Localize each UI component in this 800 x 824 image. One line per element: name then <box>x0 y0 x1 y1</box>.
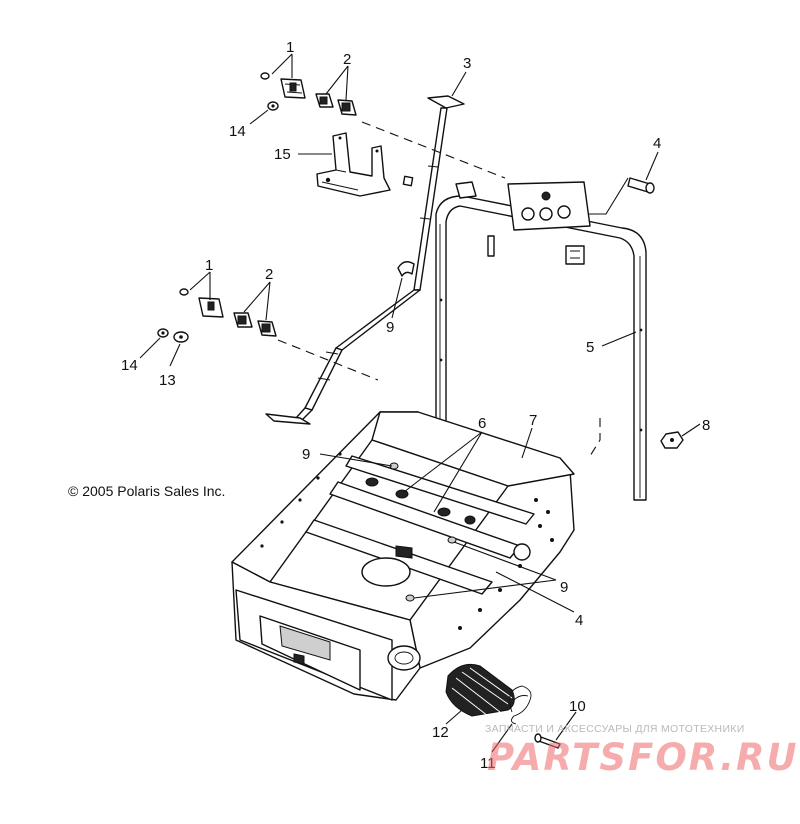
callout-3: 3 <box>463 55 471 72</box>
callout-15: 15 <box>274 146 291 163</box>
callout-4-lower: 4 <box>575 612 583 629</box>
callout-9-left: 9 <box>302 446 310 463</box>
leader-lines <box>139 53 701 753</box>
frame-bulkhead <box>231 411 575 701</box>
steering-post-3 <box>265 95 465 425</box>
lower-bracket-group <box>157 288 277 343</box>
clip-9-post <box>397 261 415 277</box>
bolt-4-upper <box>627 177 655 194</box>
assembly-lines <box>277 121 629 457</box>
callout-4-upper: 4 <box>653 135 661 152</box>
callout-8: 8 <box>702 417 710 434</box>
callout-7: 7 <box>529 412 537 429</box>
watermark-tagline: ЗАПЧАСТИ И АКСЕССУАРЫ ДЛЯ МОТОТЕХНИКИ <box>485 723 745 735</box>
stud-lower <box>179 288 189 296</box>
clamp-1-lower <box>198 297 224 318</box>
callout-2-upper: 2 <box>343 51 351 68</box>
nut-8 <box>660 431 684 449</box>
callout-9-right: 9 <box>560 579 568 596</box>
bushing-2-upper <box>315 93 357 116</box>
callout-10: 10 <box>569 698 586 715</box>
boot-12 <box>445 663 515 717</box>
callout-6: 6 <box>478 415 486 432</box>
spring-clip-11 <box>509 685 532 725</box>
callout-1-lower: 1 <box>205 257 213 274</box>
bracket-15 <box>316 132 391 197</box>
callout-13: 13 <box>159 372 176 389</box>
callout-2-lower: 2 <box>265 266 273 283</box>
stud-upper <box>260 72 270 80</box>
callout-1-upper: 1 <box>286 39 294 56</box>
steering-hoop-5 <box>435 181 647 501</box>
upper-bracket-group <box>260 72 391 197</box>
clamp-1-upper <box>280 78 306 99</box>
callout-11: 11 <box>480 755 496 772</box>
callout-5: 5 <box>586 339 594 356</box>
callout-14-upper: 14 <box>229 123 246 140</box>
copyright-notice: © 2005 Polaris Sales Inc. <box>68 483 226 499</box>
nut-14-lower <box>157 328 169 338</box>
callout-labels: 1 2 3 4 14 15 1 2 9 5 14 13 6 7 8 9 9 4 … <box>121 39 710 772</box>
callout-9-post: 9 <box>386 319 394 336</box>
bushing-2-lower <box>233 312 277 337</box>
callout-14-lower: 14 <box>121 357 138 374</box>
callout-12: 12 <box>432 724 449 741</box>
nut-14-upper <box>267 101 279 111</box>
watermark-brand: PARTSFOR.RU <box>487 736 799 779</box>
pin-10 <box>534 733 561 749</box>
washer-13 <box>173 331 189 343</box>
